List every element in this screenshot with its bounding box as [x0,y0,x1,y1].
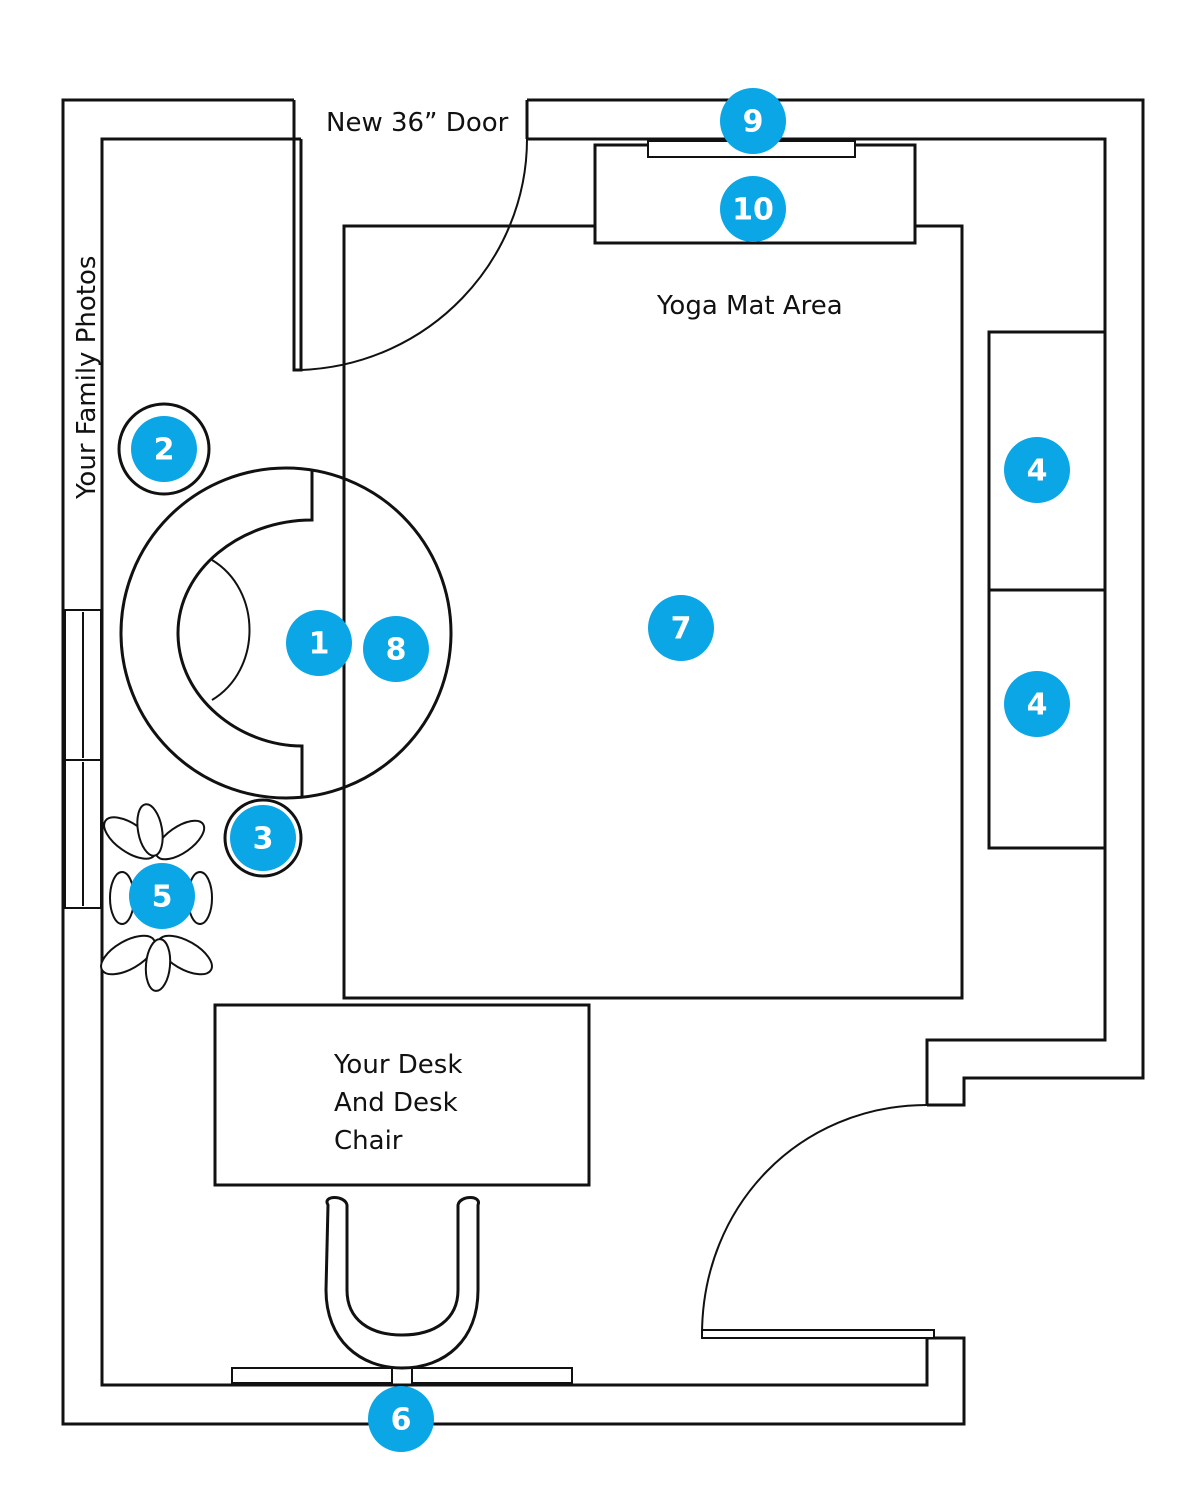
marker-circle [720,176,786,242]
marker-circle [1004,437,1070,503]
window-bottom-right [411,1367,573,1384]
family-photos-label: Your Family Photos [72,256,102,500]
marker-circle [129,863,195,929]
desk-label-line3: Chair [334,1126,403,1156]
marker-circle [286,610,352,676]
round-chair [119,466,453,800]
marker-number: 5 [152,880,173,915]
outer-wall-right [527,98,1145,1107]
marker-2: 2 [131,416,197,482]
marker-number: 3 [253,822,274,857]
marker-circle [230,805,296,871]
marker-number: 10 [732,193,774,228]
round-chair-outer [119,466,453,800]
new-door [300,138,528,371]
marker-5: 5 [129,863,195,929]
marker-6: 6 [368,1386,434,1452]
marker-10: 10 [720,176,786,242]
side-door [701,1104,935,1339]
side-door-leaf [701,1329,935,1339]
desk-chair-outer [324,1196,480,1370]
marker-number: 7 [671,612,692,647]
side-table-two-top [117,402,211,496]
marker-circle [131,416,197,482]
round-chair-seat-back [176,470,314,796]
inner-wall-right [527,137,1107,1105]
right-cabinet-lower [987,588,1107,850]
inner-wall [100,137,929,1387]
yoga-mat-label: Yoga Mat Area [656,291,843,321]
left-windows [64,609,102,909]
side-table-two [117,402,211,496]
desk-chair [324,1196,480,1370]
yoga-mat-area [342,224,964,1000]
right-cabinets [987,330,1107,850]
window-bottom-left [231,1367,393,1384]
plant-leaf [100,934,156,976]
marker-4: 4 [1004,437,1070,503]
desk-label-line2: And Desk [334,1088,458,1118]
outer-wall [61,98,966,1426]
markers: 9 10 2 4 1 8 7 4 3 5 6 [129,88,1070,1452]
plant-leaf [136,803,164,857]
door-label: New 36” Door [326,108,509,138]
side-door-swing-arc [701,1104,928,1336]
round-chair-cushion [211,559,251,701]
marker-number: 4 [1027,454,1048,489]
bottom-windows [231,1367,573,1384]
plant-leaf [154,819,206,861]
marker-number: 6 [391,1403,412,1438]
marker-9: 9 [720,88,786,154]
marker-number: 4 [1027,688,1048,723]
side-table-three [223,798,303,878]
door-jamb-left [292,100,303,372]
door-swing-arc [300,138,528,371]
marker-circle [1004,671,1070,737]
side-table-three-top [223,798,303,878]
room-walls [61,98,1145,1426]
marker-3: 3 [230,805,296,871]
marker-7: 7 [648,595,714,661]
marker-1: 1 [286,610,352,676]
desk-label-line1: Your Desk [333,1050,462,1080]
marker-4: 4 [1004,671,1070,737]
marker-number: 8 [386,633,407,668]
marker-number: 2 [154,433,175,468]
desk [213,1003,591,1187]
plant [100,803,213,992]
marker-circle [720,88,786,154]
marker-circle [368,1386,434,1452]
marker-8: 8 [363,616,429,682]
marker-circle [648,595,714,661]
plant-leaf [144,938,172,992]
marker-circle [363,616,429,682]
marker-number: 1 [309,627,330,662]
marker-number: 9 [743,105,764,140]
